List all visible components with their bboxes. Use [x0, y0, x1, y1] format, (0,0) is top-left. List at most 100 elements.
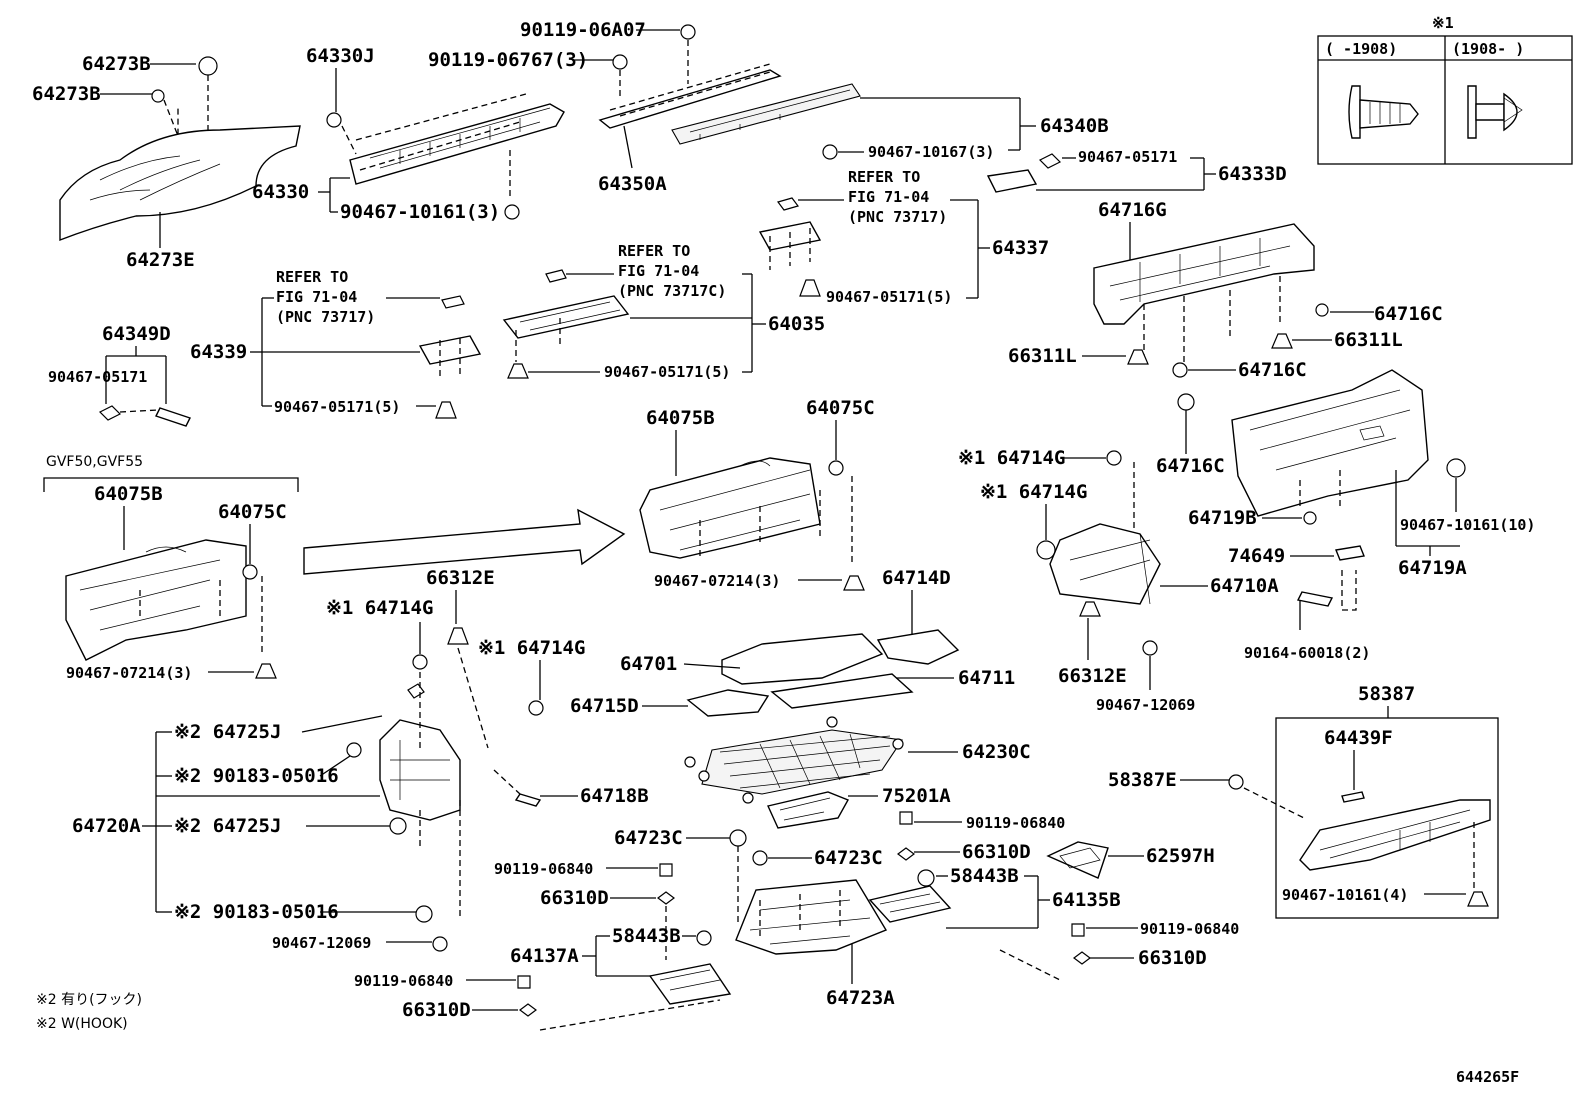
part-64075B-left — [65, 539, 247, 661]
label-64723C-1: 64723C — [614, 827, 683, 849]
label-64273B-top: 64273B — [82, 53, 151, 75]
part-group-64349D: 64349D 90467-05171 — [48, 323, 191, 427]
ref-3-line2: FIG 71-04 — [848, 188, 929, 206]
ref-2-line1: REFER TO — [618, 242, 690, 260]
label-58387E: 58387E — [1108, 769, 1177, 791]
label-64340B: 64340B — [1040, 115, 1109, 137]
part-group-75201A: 75201A — [767, 785, 951, 829]
label-90467-10167-3: 90467-10167(3) — [868, 143, 994, 161]
part-group-gvf: GVF50,GVF55 64075B 64075C 90467-07214(3) — [43, 454, 299, 682]
label-64230C: 64230C — [962, 741, 1031, 763]
ref-2-line3: (PNC 73717C) — [618, 282, 726, 300]
label-66312E-2: 66312E — [1058, 665, 1127, 687]
label-64716C-1: 64716C — [1374, 303, 1443, 325]
label-66311L-1: 66311L — [1334, 329, 1403, 351]
label-90467-05171-5b: 90467-05171(5) — [604, 363, 730, 381]
part-64714D — [876, 629, 960, 665]
part-62597H — [1046, 841, 1109, 879]
label-64273E: 64273E — [126, 249, 195, 271]
label-90119-06840-a: 90119-06840 — [494, 860, 593, 878]
label-90119-06840-b: 90119-06840 — [354, 972, 453, 990]
label-90183-05016-1: ※2 90183-05016 — [174, 765, 339, 787]
label-64716G: 64716G — [1098, 199, 1167, 221]
clip-old-icon — [1348, 85, 1419, 139]
part-group-64273: 64273B 64273B 64273E — [32, 53, 301, 271]
label-64701: 64701 — [620, 653, 677, 675]
label-64720A: 64720A — [72, 815, 141, 837]
label-64075C-left: 64075C — [218, 501, 287, 523]
label-64725J-2: ※2 64725J — [174, 815, 281, 837]
clip-64273B-top — [198, 56, 218, 76]
part-58387-scuff — [1299, 799, 1491, 871]
label-90467-10161-10: 90467-10161(10) — [1400, 516, 1535, 534]
label-90119-06A07: 90119-06A07 — [520, 19, 646, 41]
ref-1-line1: REFER TO — [276, 268, 348, 286]
label-90467-05171-5a: 90467-05171(5) — [826, 288, 952, 306]
part-group-64135B: 90119-06840 66310D 58443B 64135B 62597H … — [868, 811, 1239, 981]
label-64714G-r2: ※1 64714G — [980, 481, 1087, 503]
label-90467-10161-4: 90467-10161(4) — [1282, 886, 1408, 904]
part-group-64723A: 64723C 64723C 64723A — [614, 827, 895, 1009]
label-90467-12069-a: 90467-12069 — [1096, 696, 1195, 714]
label-64273B-left: 64273B — [32, 83, 101, 105]
label-64439F: 64439F — [1324, 727, 1393, 749]
part-64340B — [671, 83, 861, 145]
part-group-64719A: 90467-10161(10) 64719A 64719B 74649 — [1188, 369, 1535, 611]
label-64719A: 64719A — [1398, 557, 1467, 579]
label-90467-05171-b: 90467-05171 — [48, 368, 147, 386]
note-hook-en: ※2 W(HOOK) — [36, 1016, 128, 1032]
label-75201A: 75201A — [882, 785, 951, 807]
part-64716G — [1093, 223, 1315, 325]
label-64710A: 64710A — [1210, 575, 1279, 597]
part-group-64337: REFER TO FIG 71-04 (PNC 73717) 90467-051… — [758, 168, 1049, 306]
label-58443B-2: 58443B — [612, 925, 681, 947]
inset-mark: ※1 — [1432, 14, 1454, 32]
label-90467-07214-a: 90467-07214(3) — [654, 572, 780, 590]
part-64230C — [701, 729, 903, 795]
label-66311L-2: 66311L — [1008, 345, 1077, 367]
label-64075B-left: 64075B — [94, 483, 163, 505]
part-64350A — [598, 69, 782, 129]
label-66310D-a: 66310D — [540, 887, 609, 909]
label-64137A: 64137A — [510, 945, 579, 967]
diagram-id: 644265F — [1456, 1068, 1519, 1086]
part-64711 — [770, 673, 914, 709]
label-64337: 64337 — [992, 237, 1049, 259]
part-64137A — [648, 963, 732, 1005]
label-64715D: 64715D — [570, 695, 639, 717]
label-64716C-3: 64716C — [1156, 455, 1225, 477]
label-64716C-2: 64716C — [1238, 359, 1307, 381]
gvf-group-label: GVF50,GVF55 — [46, 454, 143, 470]
part-64719A — [1231, 369, 1429, 517]
label-90119-06767-3: 90119-06767(3) — [428, 49, 588, 71]
label-66312E-1: 66312E — [426, 567, 495, 589]
ref-3-line1: REFER TO — [848, 168, 920, 186]
part-group-64716: 64716G 64716C 66311L 66311L 64716C 64716… — [1008, 199, 1443, 477]
label-64330J: 64330J — [306, 45, 375, 67]
label-64333D: 64333D — [1218, 163, 1287, 185]
label-64714D: 64714D — [882, 567, 951, 589]
label-90467-12069-b: 90467-12069 — [272, 934, 371, 952]
label-64723A: 64723A — [826, 987, 895, 1009]
label-64718B: 64718B — [580, 785, 649, 807]
part-group-64340: 90119-06A07 90119-06767(3) 64350A 64340B… — [428, 19, 1109, 195]
label-58387: 58387 — [1358, 683, 1415, 705]
label-90164-60018-2: 90164-60018(2) — [1244, 644, 1370, 662]
label-64714G-r1: ※1 64714G — [958, 447, 1065, 469]
label-64714G-l2: ※1 64714G — [478, 637, 585, 659]
ref-2-line2: FIG 71-04 — [618, 262, 699, 280]
label-64350A: 64350A — [598, 173, 667, 195]
part-64723A — [735, 879, 888, 955]
part-group-64710A: ※1 64714G ※1 64714G 64710A 90164-60018(2… — [958, 447, 1370, 714]
label-90467-05171-5c: 90467-05171(5) — [274, 398, 400, 416]
label-64725J-1: ※2 64725J — [174, 721, 281, 743]
part-group-64035: REFER TO FIG 71-04 (PNC 73717C) 90467-05… — [502, 242, 825, 381]
label-64135B: 64135B — [1052, 889, 1121, 911]
ref-3-line3: (PNC 73717) — [848, 208, 947, 226]
label-90467-10161-3: 90467-10161(3) — [340, 201, 500, 223]
part-64710A — [1049, 523, 1161, 605]
label-64075C-center: 64075C — [806, 397, 875, 419]
label-90183-05016-2: ※2 90183-05016 — [174, 901, 339, 923]
label-66310D-c: 66310D — [962, 841, 1031, 863]
